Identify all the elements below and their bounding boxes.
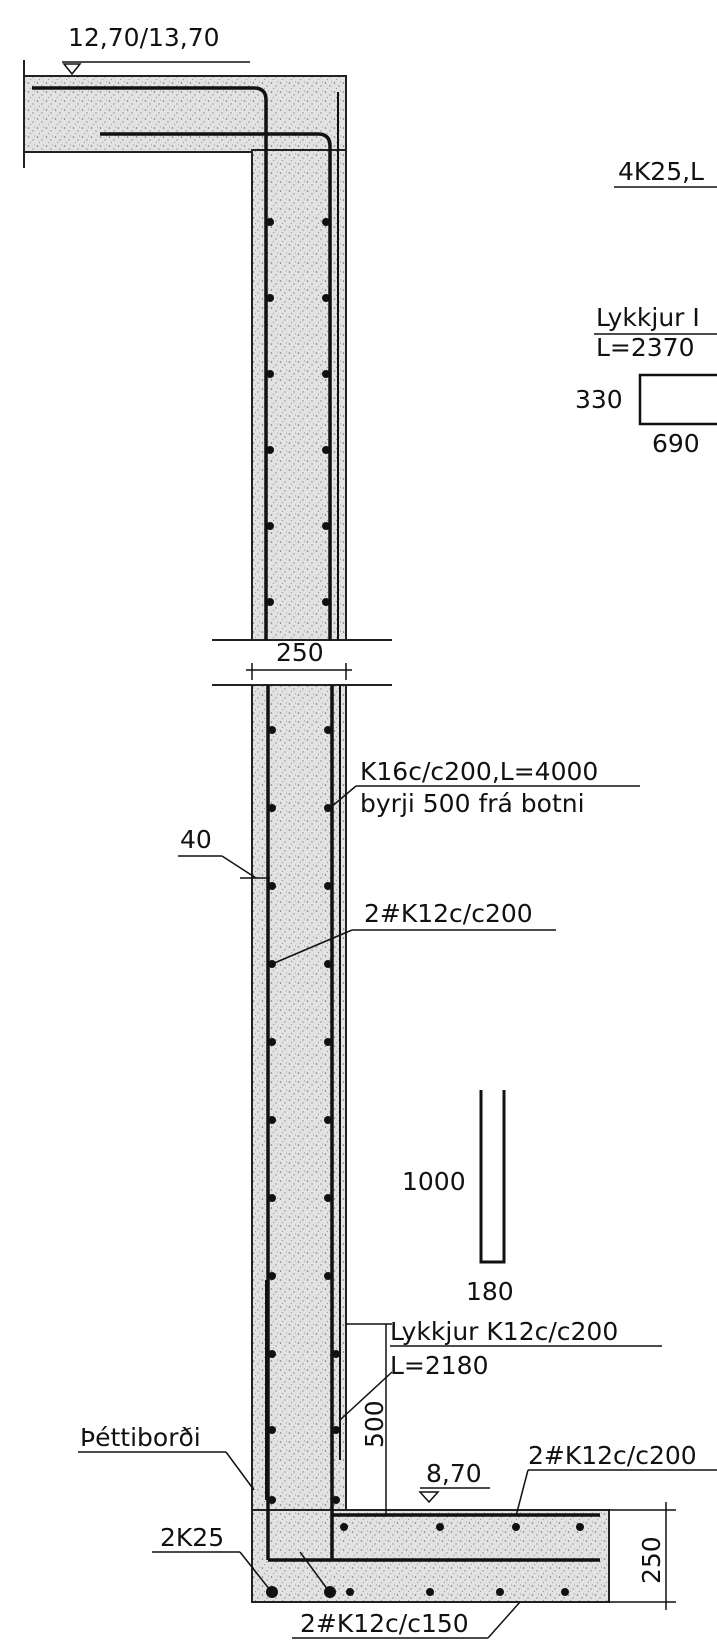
cover-leader xyxy=(178,855,270,879)
corner-bars-label: 2K25 xyxy=(160,1523,224,1552)
loop-shape xyxy=(638,373,717,426)
lap-dimension xyxy=(339,1323,662,1515)
lap-length: 500 xyxy=(360,1400,389,1448)
rebar-dots xyxy=(266,218,584,1598)
rebar xyxy=(32,86,600,1562)
level-bottom-label: 8,70 xyxy=(426,1459,482,1488)
wall-thickness-dimension xyxy=(246,663,352,680)
horizontal-bars-label: 2#K12c/c200 xyxy=(364,899,533,928)
break-lines xyxy=(212,639,392,686)
loop-height: 330 xyxy=(575,385,623,414)
slab-thickness-dimension xyxy=(608,1502,676,1610)
wall-thickness-label: 250 xyxy=(276,638,324,667)
bottom-slab xyxy=(251,1509,610,1603)
bar-detail-shape xyxy=(479,1090,506,1264)
loop-width: 690 xyxy=(652,429,700,458)
level-marker-bottom xyxy=(418,1487,490,1504)
waterstop-label: Þéttiborði xyxy=(80,1423,201,1452)
slab-bottom-bars-label: 2#K12c/c150 xyxy=(300,1609,469,1638)
bar-label-top-right: 4K25,L xyxy=(618,157,704,186)
bottom-loop-title: Lykkjur K12c/c200 xyxy=(390,1317,618,1346)
slab-top-bars-leader xyxy=(515,1469,717,1517)
waterstop-leader xyxy=(78,1451,255,1491)
detail-length: 1000 xyxy=(402,1167,466,1196)
loop-length: L=2370 xyxy=(596,333,695,362)
slab-bottom-bars-leader xyxy=(292,1601,521,1639)
cover-label: 40 xyxy=(180,825,212,854)
level-marker-top xyxy=(62,61,250,76)
slab-top-bars-label: 2#K12c/c200 xyxy=(528,1441,697,1470)
vertical-bars-note: byrji 500 frá botni xyxy=(360,789,585,818)
corner-bars-leader xyxy=(152,1551,329,1591)
level-top-label: 12,70/13,70 xyxy=(68,23,220,52)
bottom-loop-length: L=2180 xyxy=(390,1351,489,1380)
vertical-bars-label: K16c/c200,L=4000 xyxy=(360,757,598,786)
loop-title: Lykkjur I xyxy=(596,303,700,332)
detail-width: 180 xyxy=(466,1277,514,1306)
slab-thickness-label: 250 xyxy=(637,1536,666,1584)
